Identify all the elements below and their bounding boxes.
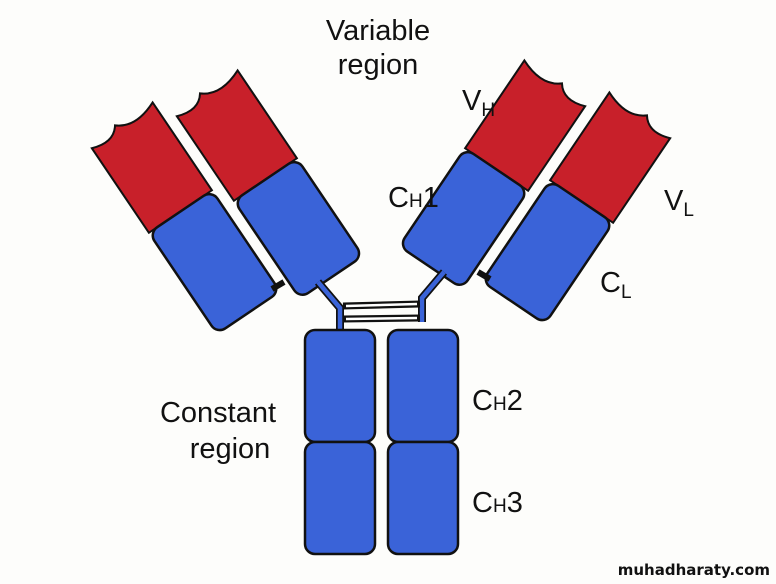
cl-label: CL — [600, 267, 632, 303]
constant-region-label-2: region — [190, 433, 271, 465]
variable-region-label-1: Variable — [326, 15, 430, 47]
hinge-disulfide-bonds — [342, 300, 421, 323]
ch2-label: CH2 — [472, 385, 523, 417]
right-ch2-domain — [386, 328, 460, 444]
vh-label: VH — [462, 85, 495, 121]
left-ch2-domain — [303, 328, 377, 444]
constant-region-label-1: Constant — [160, 397, 276, 429]
variable-region-label-2: region — [338, 49, 419, 81]
ch1-label: CH1 — [388, 182, 439, 214]
vl-label: VL — [664, 185, 694, 221]
ch3-label: CH3 — [472, 487, 523, 519]
watermark: muhadharaty.com — [618, 561, 770, 579]
left-ch3-domain — [303, 440, 377, 556]
right-ch3-domain — [386, 440, 460, 556]
